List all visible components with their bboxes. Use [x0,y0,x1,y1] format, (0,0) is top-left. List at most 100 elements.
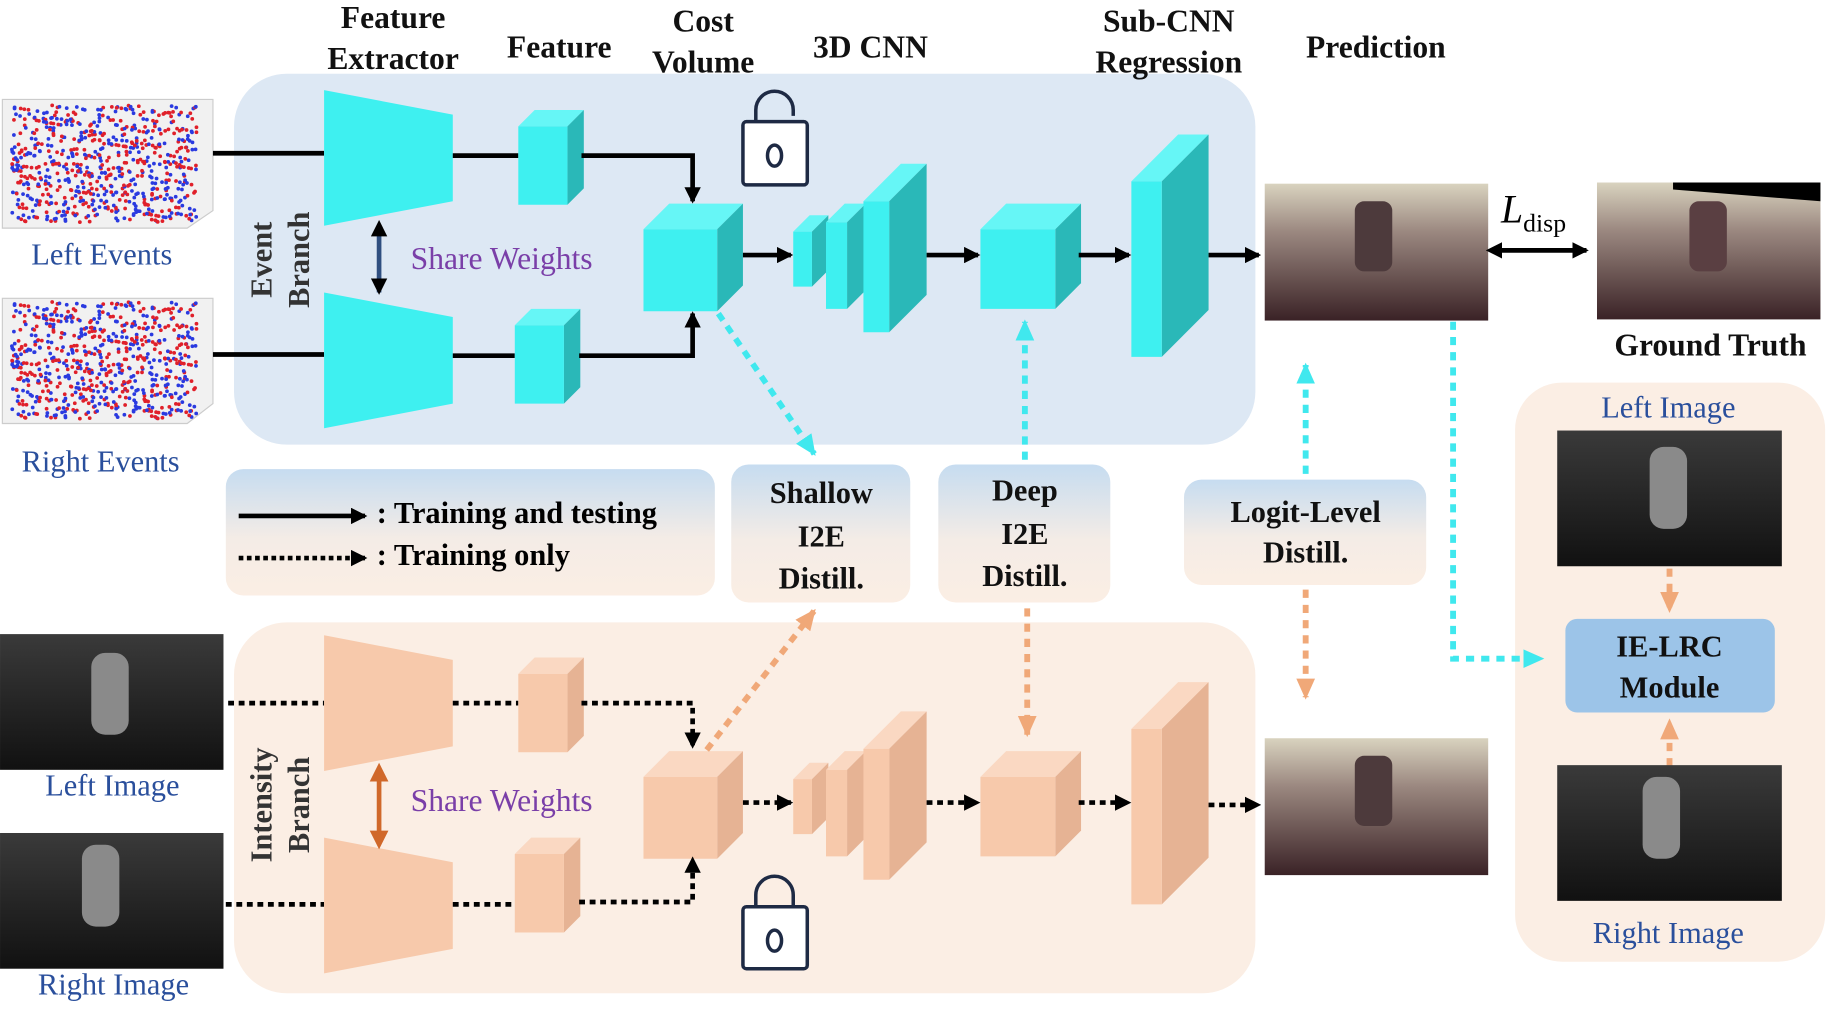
event-point [23,322,28,327]
event-point [88,123,92,128]
unlock-icon [741,89,810,187]
event-point [180,187,184,192]
event-point [49,415,53,420]
event-point [104,199,109,204]
event-point [176,205,181,210]
event-point [167,404,172,409]
event-point [149,365,154,370]
event-point [178,180,182,185]
event-point [104,175,109,180]
event-point [90,186,94,191]
event-point [153,145,158,150]
event-point [163,187,168,191]
event-point [174,302,179,307]
event-point [35,305,40,310]
event-point [21,361,26,365]
event-point [117,366,122,370]
barrel-shape [1354,201,1393,272]
event-point [127,199,132,204]
event-point [70,347,74,352]
event-point [149,332,154,337]
event-point [109,381,114,385]
event-point [16,339,21,343]
event-point [51,133,56,138]
event-point [189,326,194,330]
event-point [106,115,110,120]
cube-top [518,657,584,674]
event-point [124,149,129,154]
event-point [185,333,190,338]
event-point [79,330,84,335]
event-point [152,161,156,166]
event-point [114,216,118,221]
event-point [178,352,183,356]
event-point [49,201,53,206]
event-point [70,365,75,369]
event-point [100,163,105,167]
event-point [127,379,132,384]
event-point [52,310,57,314]
event-point [131,354,136,359]
event-point [187,216,192,221]
event-point [56,122,61,127]
event-point [66,352,71,356]
event-point [26,383,31,388]
event-point [107,155,111,160]
event-point [159,328,163,333]
event-point [92,317,97,321]
event-point [103,402,108,407]
event-point [21,192,25,196]
event-point [99,355,103,360]
event-point [21,182,26,187]
event-point [149,414,154,419]
event-point [190,140,195,145]
event-point [33,203,38,208]
event-point [73,390,78,395]
event-point [183,178,188,183]
event-point [97,334,102,339]
event-point [74,147,79,151]
event-point [33,340,38,344]
event-point [165,192,169,197]
event-point [155,196,160,200]
event-point [18,310,22,315]
event-point [62,195,67,200]
event-point [113,122,118,127]
event-point [38,372,43,377]
event-point [76,169,80,173]
event-point [65,170,70,175]
event-point [163,383,168,388]
event-point [103,205,108,210]
event-point [136,104,141,109]
event-point [178,198,183,203]
event-point [118,315,123,320]
event-point [180,138,185,142]
event-point [45,168,50,172]
event-point [29,362,34,367]
event-point [62,164,66,169]
event-point [59,117,64,121]
event-point [194,364,198,368]
event-point [79,359,83,364]
event-point [152,347,157,352]
event-point [96,304,100,309]
event-point [15,202,20,207]
event-point [92,352,97,357]
event-point [108,314,113,319]
event-point [123,386,128,391]
event-point [135,357,140,361]
event-point [26,304,31,309]
event-point [84,129,89,134]
event-point [32,153,36,158]
event-point [27,308,32,313]
event-point [101,105,106,110]
event-point [77,416,82,421]
event-point [65,367,70,372]
event-point [63,200,68,204]
event-point [70,393,75,397]
event-point [146,142,151,147]
event-point [122,323,127,327]
event-point [106,138,111,143]
